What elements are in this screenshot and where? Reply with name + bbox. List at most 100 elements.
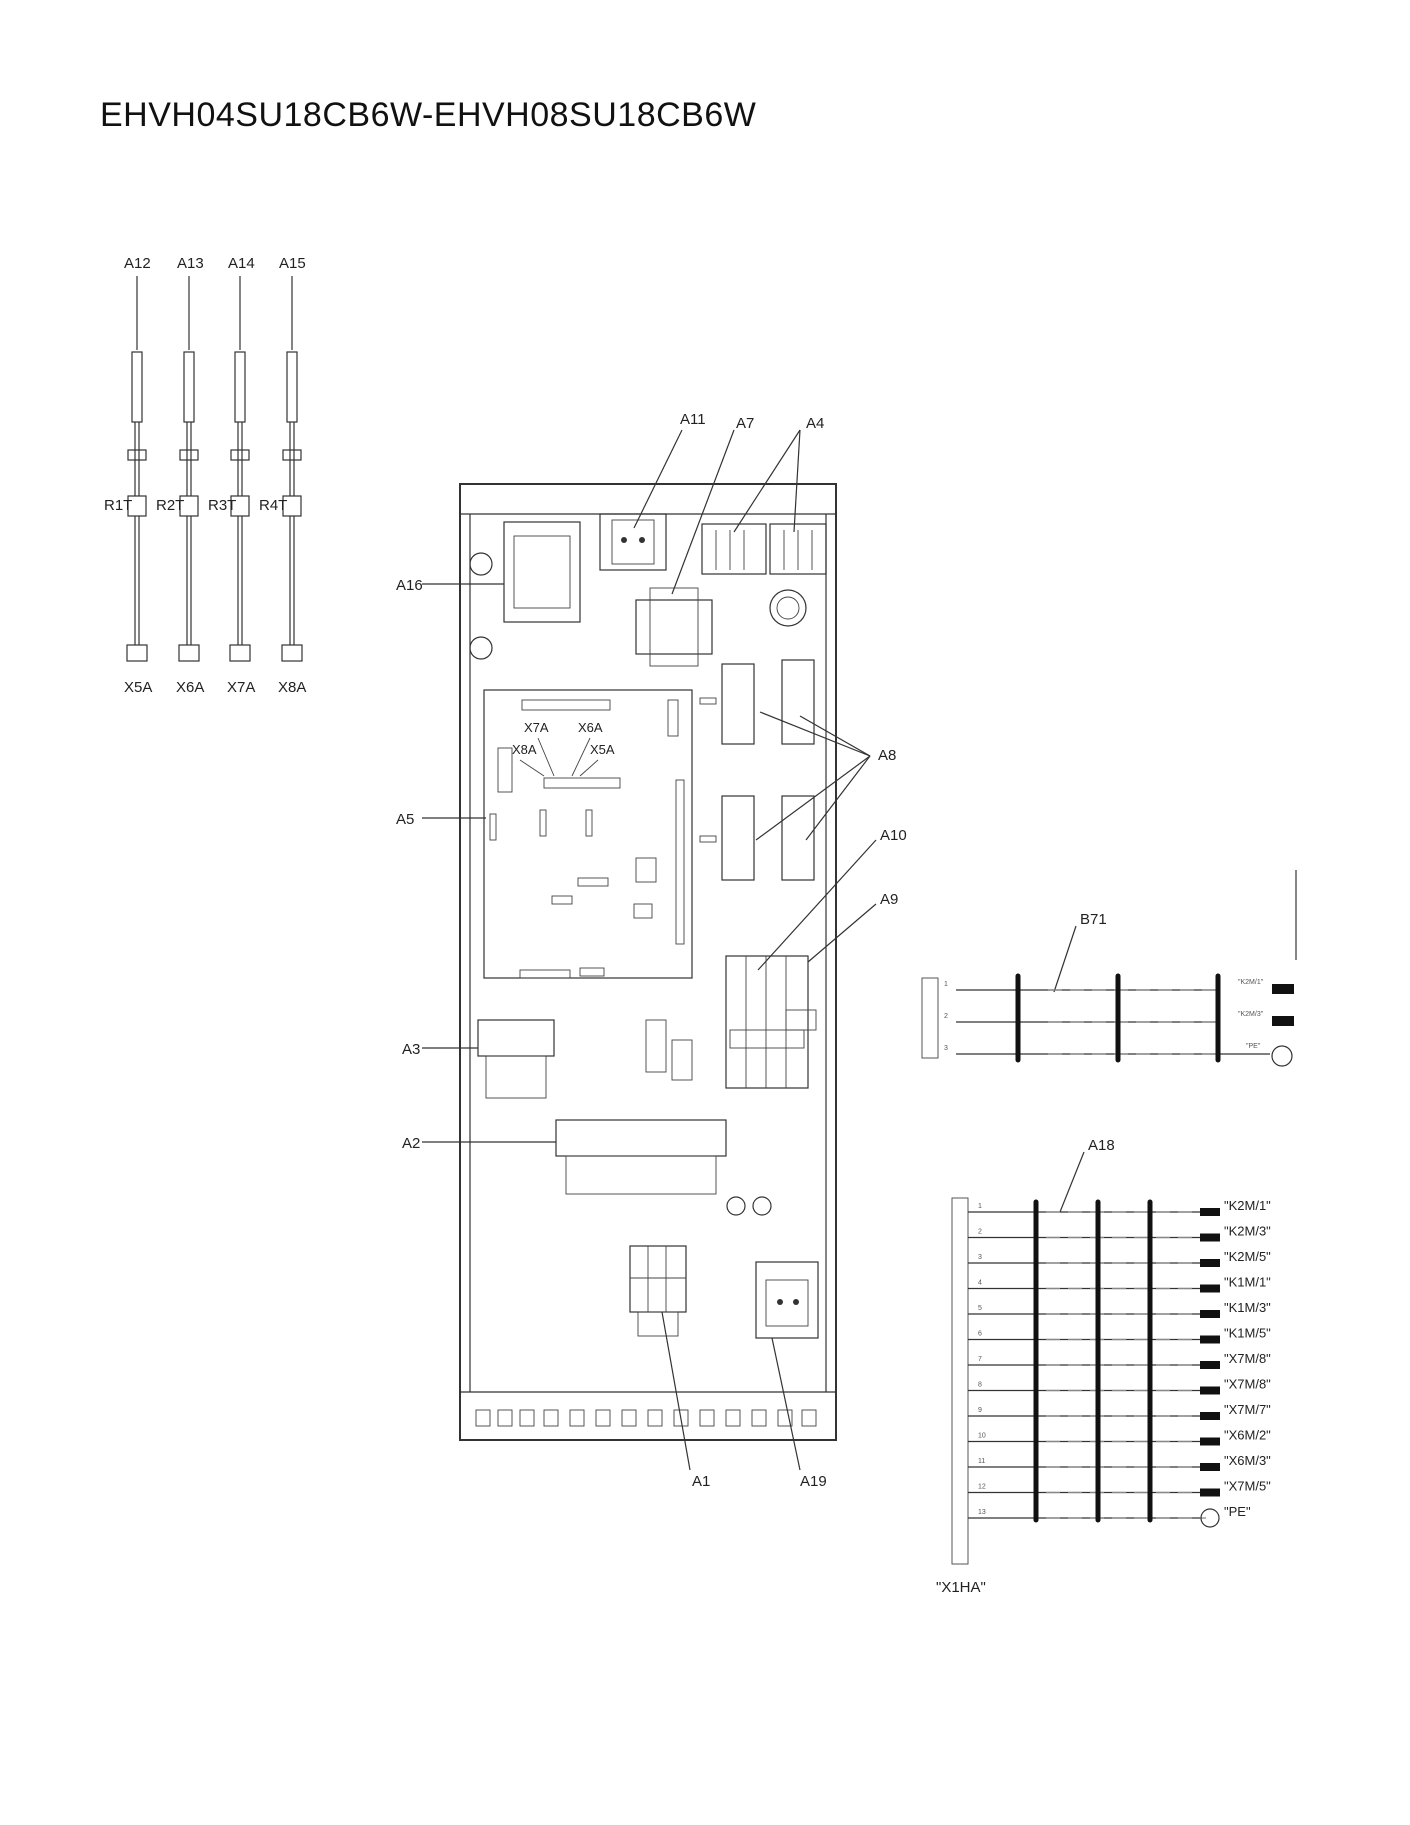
b71-terminal-3: "PE"	[1246, 1043, 1261, 1050]
a18-terminal-lug	[1200, 1488, 1220, 1497]
a18-pin-number: 4	[978, 1280, 982, 1287]
a18-terminal-lug	[1200, 1463, 1220, 1471]
a18-wire-row: 6"K1M/5"	[968, 1326, 1271, 1344]
label-a2: A2	[402, 1135, 420, 1152]
label-a4: A4	[806, 415, 824, 432]
component-a11	[599, 513, 667, 571]
a18-terminal-label: "X6M/2"	[1224, 1428, 1271, 1443]
sensor-label-a12: A12	[124, 255, 151, 272]
a18-wire-row: 2 "K2M/3"	[968, 1224, 1271, 1242]
pcb-a5: X7A X6A X8A X5A	[483, 689, 693, 979]
a18-wire-row: 5 "K1M/3"	[968, 1300, 1271, 1318]
a18-terminal-label: "X7M/7"	[1224, 1402, 1271, 1417]
svg-text:2: 2	[944, 1013, 948, 1020]
callout-lines	[422, 429, 877, 1471]
a18-wire-row: 8 "X7M/8"	[968, 1377, 1271, 1395]
sensor-label-a14: A14	[228, 255, 255, 272]
a18-wire-row: 10"X6M/2"	[968, 1428, 1271, 1446]
a18-wire-row: 3 "K2M/5"	[968, 1249, 1271, 1267]
a18-terminal-lug	[1200, 1361, 1220, 1369]
a18-wire-row: 12"X7M/5"	[968, 1479, 1271, 1497]
sensor-resistor-r2t: R2T	[156, 497, 184, 514]
label-a10: A10	[880, 827, 907, 844]
a18-terminal-lug	[1200, 1259, 1220, 1267]
label-a16: A16	[396, 577, 423, 594]
label-a5: A5	[396, 811, 414, 828]
a18-terminal-lug	[1200, 1284, 1220, 1293]
breakers-a9-a10	[725, 955, 817, 1089]
pcb-label-x6a: X6A	[578, 720, 603, 735]
a18-pin-number: 9	[978, 1407, 982, 1414]
label-a19: A19	[800, 1473, 827, 1490]
a18-wire-row: 4 "K1M/1"	[968, 1275, 1271, 1293]
label-a7: A7	[736, 415, 754, 432]
a18-terminal-lug	[1200, 1310, 1220, 1318]
sensor-connector-x8a: X8A	[278, 679, 306, 696]
a18-wire-row: 11 "X6M/3"	[968, 1453, 1271, 1471]
a18-terminal-label: "X7M/5"	[1224, 1479, 1271, 1494]
a18-wire-row: 9 "X7M/7"	[968, 1402, 1271, 1420]
a18-strip-label: "X1HA"	[936, 1579, 986, 1596]
label-a1: A1	[692, 1473, 710, 1490]
terminal-a1	[629, 1245, 687, 1337]
harness-b71: B71 123 "K2M/1" "K2M/3" "PE"	[921, 870, 1297, 1067]
a18-terminal-label: "X6M/3"	[1224, 1453, 1271, 1468]
sensor-resistor-r3t: R3T	[208, 497, 236, 514]
component-a19	[755, 1261, 819, 1339]
cable-gland-row	[475, 1409, 817, 1427]
a18-terminal-lug	[1200, 1233, 1220, 1242]
a18-terminal-lug	[1200, 1386, 1220, 1395]
a18-terminal-lug	[1200, 1437, 1220, 1446]
a18-terminal-label: "K2M/5"	[1224, 1249, 1271, 1264]
pcb-label-x7a: X7A	[524, 720, 549, 735]
svg-text:1: 1	[944, 981, 948, 988]
a18-terminal-label: "K2M/3"	[1224, 1224, 1271, 1239]
label-a18: A18	[1088, 1137, 1115, 1154]
transformer-a7	[635, 587, 713, 667]
label-a8: A8	[878, 747, 896, 764]
sensor-connector-x7a: X7A	[227, 679, 255, 696]
b71-terminal-2: "K2M/3"	[1238, 1011, 1264, 1018]
sensor-resistor-r1t: R1T	[104, 497, 132, 514]
a18-pin-number: 6	[978, 1331, 982, 1338]
sensor-connector-x5a: X5A	[124, 679, 152, 696]
a18-pin-number: 1	[978, 1203, 982, 1210]
a18-pin-number: 8	[978, 1382, 982, 1389]
a18-terminal-label: "PE"	[1224, 1504, 1251, 1519]
a18-terminal-lug	[1200, 1412, 1220, 1420]
sensor-connector-x6a: X6A	[176, 679, 204, 696]
a18-terminal-label: "K1M/3"	[1224, 1300, 1271, 1315]
sensor-a12: A12 R1T X5A	[104, 255, 152, 696]
label-a11: A11	[680, 411, 706, 428]
a18-wire-row: 7 "X7M/8"	[968, 1351, 1271, 1369]
a18-terminal-lug	[1200, 1208, 1220, 1216]
a18-pin-number: 11	[978, 1458, 985, 1465]
a18-pin-number: 7	[978, 1356, 982, 1363]
a18-pin-number: 13	[978, 1509, 986, 1516]
sensor-harness: A12 R1T X5A A13 R2T X6A A14	[104, 255, 306, 696]
pcb-label-x8a: X8A	[512, 742, 537, 757]
a18-terminal-label: "K1M/1"	[1224, 1275, 1271, 1290]
label-a9: A9	[880, 891, 898, 908]
a18-wires: 1 "K2M/1" 2 "K2M/3" 3 "K2M/5" 4 "K1M/1" 5 "K1M/3"…	[968, 1198, 1271, 1528]
a18-pin-number: 5	[978, 1305, 982, 1312]
a18-pin-number: 3	[978, 1254, 982, 1261]
a18-terminal-label: "K2M/1"	[1224, 1198, 1271, 1213]
switch-box: X7A X6A X8A X5A	[459, 483, 837, 1441]
a18-pin-number: 2	[978, 1229, 982, 1236]
transformer-a16	[503, 521, 581, 623]
a18-ground-ring	[1200, 1508, 1220, 1528]
sensor-label-a13: A13	[177, 255, 204, 272]
sensor-label-a15: A15	[279, 255, 306, 272]
a18-terminal-lug	[1200, 1335, 1220, 1344]
label-a3: A3	[402, 1041, 420, 1058]
a18-wire-row: 1 "K2M/1"	[968, 1198, 1271, 1216]
sensor-resistor-r4t: R4T	[259, 497, 287, 514]
svg-text:3: 3	[944, 1045, 948, 1052]
a18-wire-row: 13 "PE"	[968, 1504, 1251, 1528]
a18-terminal-label: "X7M/8"	[1224, 1351, 1271, 1366]
a18-terminal-label: "X7M/8"	[1224, 1377, 1271, 1392]
sensor-a15: A15 R4T X8A	[259, 255, 306, 696]
harness-a18: A18 "X1HA" 1 "K2M/1" 2 "K2M/3" 3 "K2M/5" 4 "K1M…	[936, 1137, 1271, 1596]
